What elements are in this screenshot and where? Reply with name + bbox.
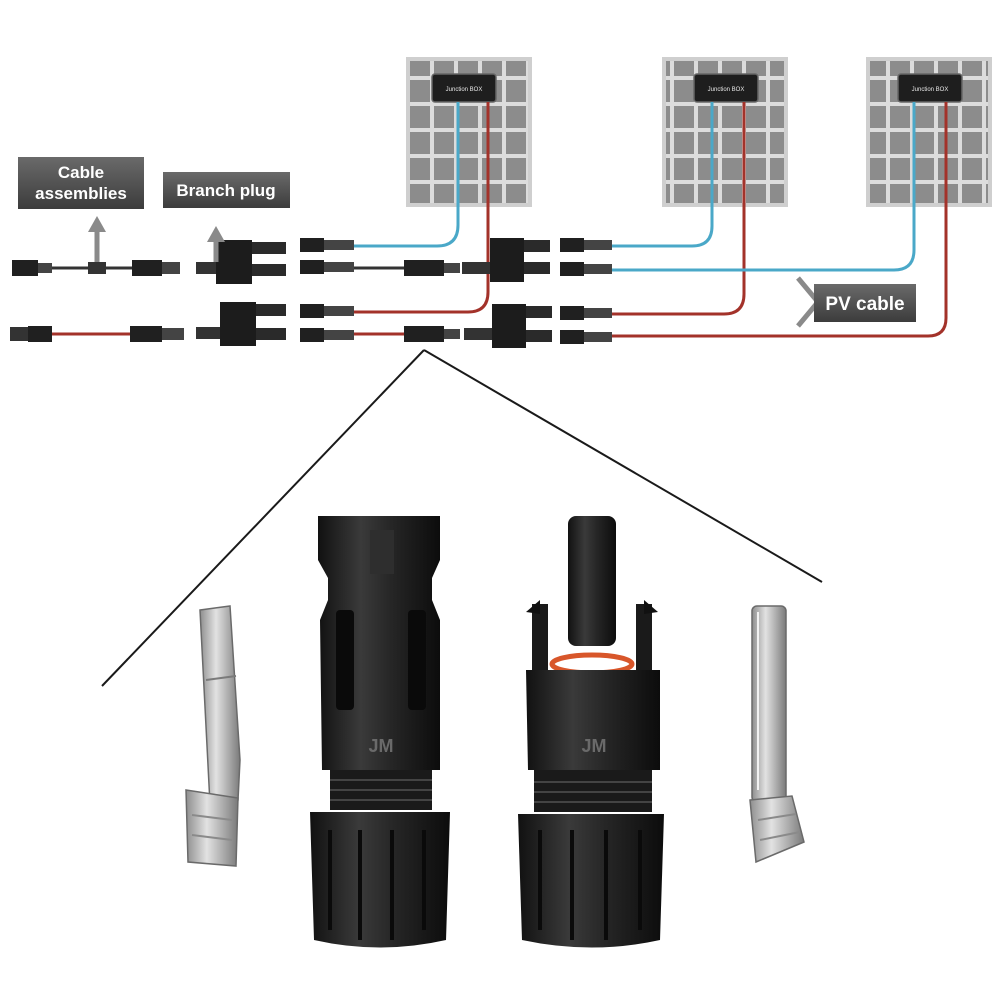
cable-assembly-connector-left [12, 260, 52, 276]
red-cable-panel-2 [610, 102, 746, 316]
junction-box-3 [897, 73, 963, 103]
junction-box-3-label: Junction BOX [912, 87, 949, 93]
male-connector-marking: JM [581, 736, 606, 756]
cable-assembly-red-left [10, 326, 52, 342]
connector-pair-lower-1 [300, 304, 354, 342]
red-cable-panel-3 [608, 102, 948, 338]
cable-assembly-connector-mid [88, 260, 180, 276]
female-connector-marking: JM [368, 736, 393, 756]
red-cable-panel-1 [352, 102, 490, 314]
pv-cable-label: PV cable [825, 294, 904, 315]
zoom-indicator-lines [101, 349, 823, 687]
junction-box-1-label: Junction BOX [446, 87, 483, 93]
blue-cable-panel-3 [608, 102, 916, 272]
connector-pair-upper-1 [300, 238, 354, 274]
cable-assemblies-label-line1: Cable [58, 163, 104, 182]
branch-plug-callout: Branch plug [163, 172, 290, 262]
branch-plug-upper [196, 240, 286, 284]
connector-inline-upper [404, 260, 460, 276]
junction-box-2-label: Junction BOX [708, 87, 745, 93]
blue-cable-panel-1 [352, 102, 460, 248]
cable-lines [50, 102, 948, 338]
branch-plug-upper-2 [462, 238, 550, 282]
solar-panel-1: Junction BOX [406, 57, 532, 207]
solar-panel-3: Junction BOX [866, 57, 992, 207]
cable-assemblies-label-line2: assemblies [35, 184, 127, 203]
branch-plug-lower-2 [464, 304, 552, 348]
male-connector: JM [518, 516, 664, 948]
female-connector: JM [310, 516, 450, 948]
branch-plug-lower [196, 302, 286, 346]
connector-pair-lower-2 [560, 306, 612, 344]
connector-inline-lower [404, 326, 460, 342]
branch-plug-label: Branch plug [176, 181, 275, 200]
cable-assembly-red-right [130, 326, 184, 342]
pv-cable-callout: PV cable [796, 276, 916, 328]
connector-pair-upper-2 [560, 238, 612, 276]
female-metal-pin [185, 605, 241, 867]
male-metal-pin [749, 605, 805, 864]
junction-box-1 [431, 73, 497, 103]
solar-panel-2: Junction BOX [662, 57, 788, 207]
cable-assemblies-callout: Cable assemblies [18, 157, 144, 262]
blue-cable-panel-2 [610, 102, 714, 248]
junction-box-2 [693, 73, 759, 103]
small-connectors [10, 238, 612, 348]
